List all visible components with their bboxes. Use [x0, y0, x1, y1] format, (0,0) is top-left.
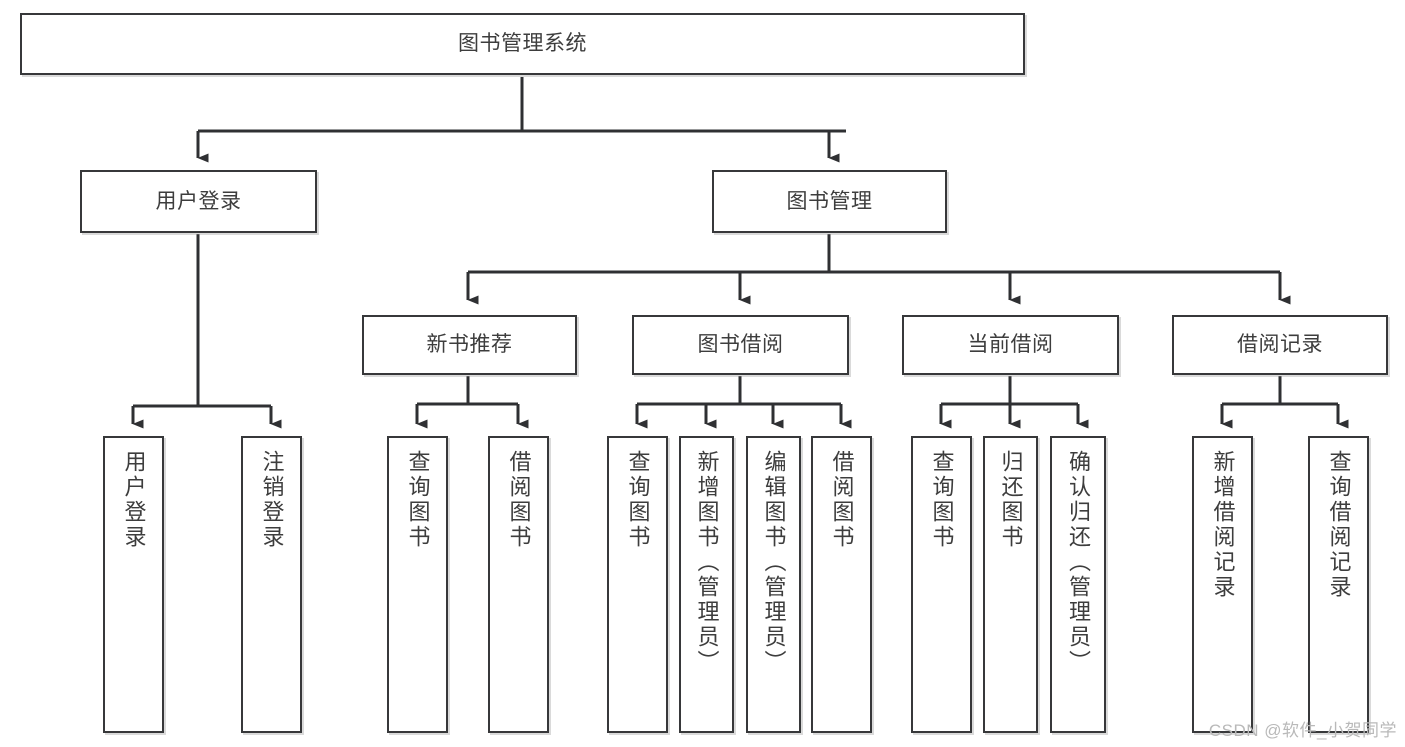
- node-root-book-management-system[interactable]: 图书管理系统: [20, 13, 1025, 75]
- node-label: 查询借阅记录: [1326, 450, 1352, 600]
- node-label: 新增图书（管理员）: [694, 450, 720, 675]
- node-borrowing-record[interactable]: 借阅记录: [1172, 315, 1388, 375]
- leaf-book-borrow-edit-book-admin[interactable]: 编辑图书（管理员）: [746, 436, 801, 733]
- leaf-new-book-borrow-books[interactable]: 借阅图书: [488, 436, 549, 733]
- node-new-book-recommendation[interactable]: 新书推荐: [362, 315, 577, 375]
- leaf-borrow-record-query-record[interactable]: 查询借阅记录: [1308, 436, 1369, 733]
- node-label: 用户登录: [155, 189, 242, 213]
- leaf-current-borrow-confirm-return-admin[interactable]: 确认归还（管理员）: [1050, 436, 1106, 733]
- leaf-borrow-record-add-record[interactable]: 新增借阅记录: [1192, 436, 1253, 733]
- node-current-borrowing[interactable]: 当前借阅: [902, 315, 1119, 375]
- node-book-management[interactable]: 图书管理: [712, 170, 947, 233]
- node-label: 当前借阅: [967, 333, 1054, 357]
- node-book-borrowing[interactable]: 图书借阅: [632, 315, 849, 375]
- node-user-login[interactable]: 用户登录: [80, 170, 317, 233]
- node-label: 图书借阅: [697, 333, 784, 357]
- node-label: 归还图书: [998, 450, 1024, 550]
- node-label: 查询图书: [929, 450, 955, 550]
- node-label: 新书推荐: [426, 333, 513, 357]
- leaf-current-borrow-query-books[interactable]: 查询图书: [911, 436, 972, 733]
- node-label: 用户登录: [121, 450, 147, 550]
- node-label: 查询图书: [405, 450, 431, 550]
- leaf-user-login-logout[interactable]: 注销登录: [241, 436, 302, 733]
- leaf-user-login-login[interactable]: 用户登录: [103, 436, 164, 733]
- watermark-text: CSDN @软件_小贺同学: [1208, 721, 1397, 740]
- leaf-book-borrow-borrow-books[interactable]: 借阅图书: [811, 436, 872, 733]
- node-label: 新增借阅记录: [1210, 450, 1236, 600]
- node-label: 借阅图书: [506, 450, 532, 550]
- node-label: 图书管理: [786, 189, 873, 213]
- node-label: 图书管理系统: [458, 32, 587, 56]
- node-label: 确认归还（管理员）: [1066, 450, 1091, 675]
- leaf-book-borrow-query-books[interactable]: 查询图书: [607, 436, 668, 733]
- leaf-book-borrow-add-book-admin[interactable]: 新增图书（管理员）: [679, 436, 734, 733]
- node-label: 注销登录: [259, 450, 285, 550]
- node-label: 借阅图书: [829, 450, 855, 550]
- node-label: 借阅记录: [1237, 333, 1323, 357]
- node-label: 编辑图书（管理员）: [761, 450, 787, 675]
- leaf-current-borrow-return-books[interactable]: 归还图书: [983, 436, 1038, 733]
- leaf-new-book-query-books[interactable]: 查询图书: [387, 436, 448, 733]
- node-label: 查询图书: [625, 450, 651, 550]
